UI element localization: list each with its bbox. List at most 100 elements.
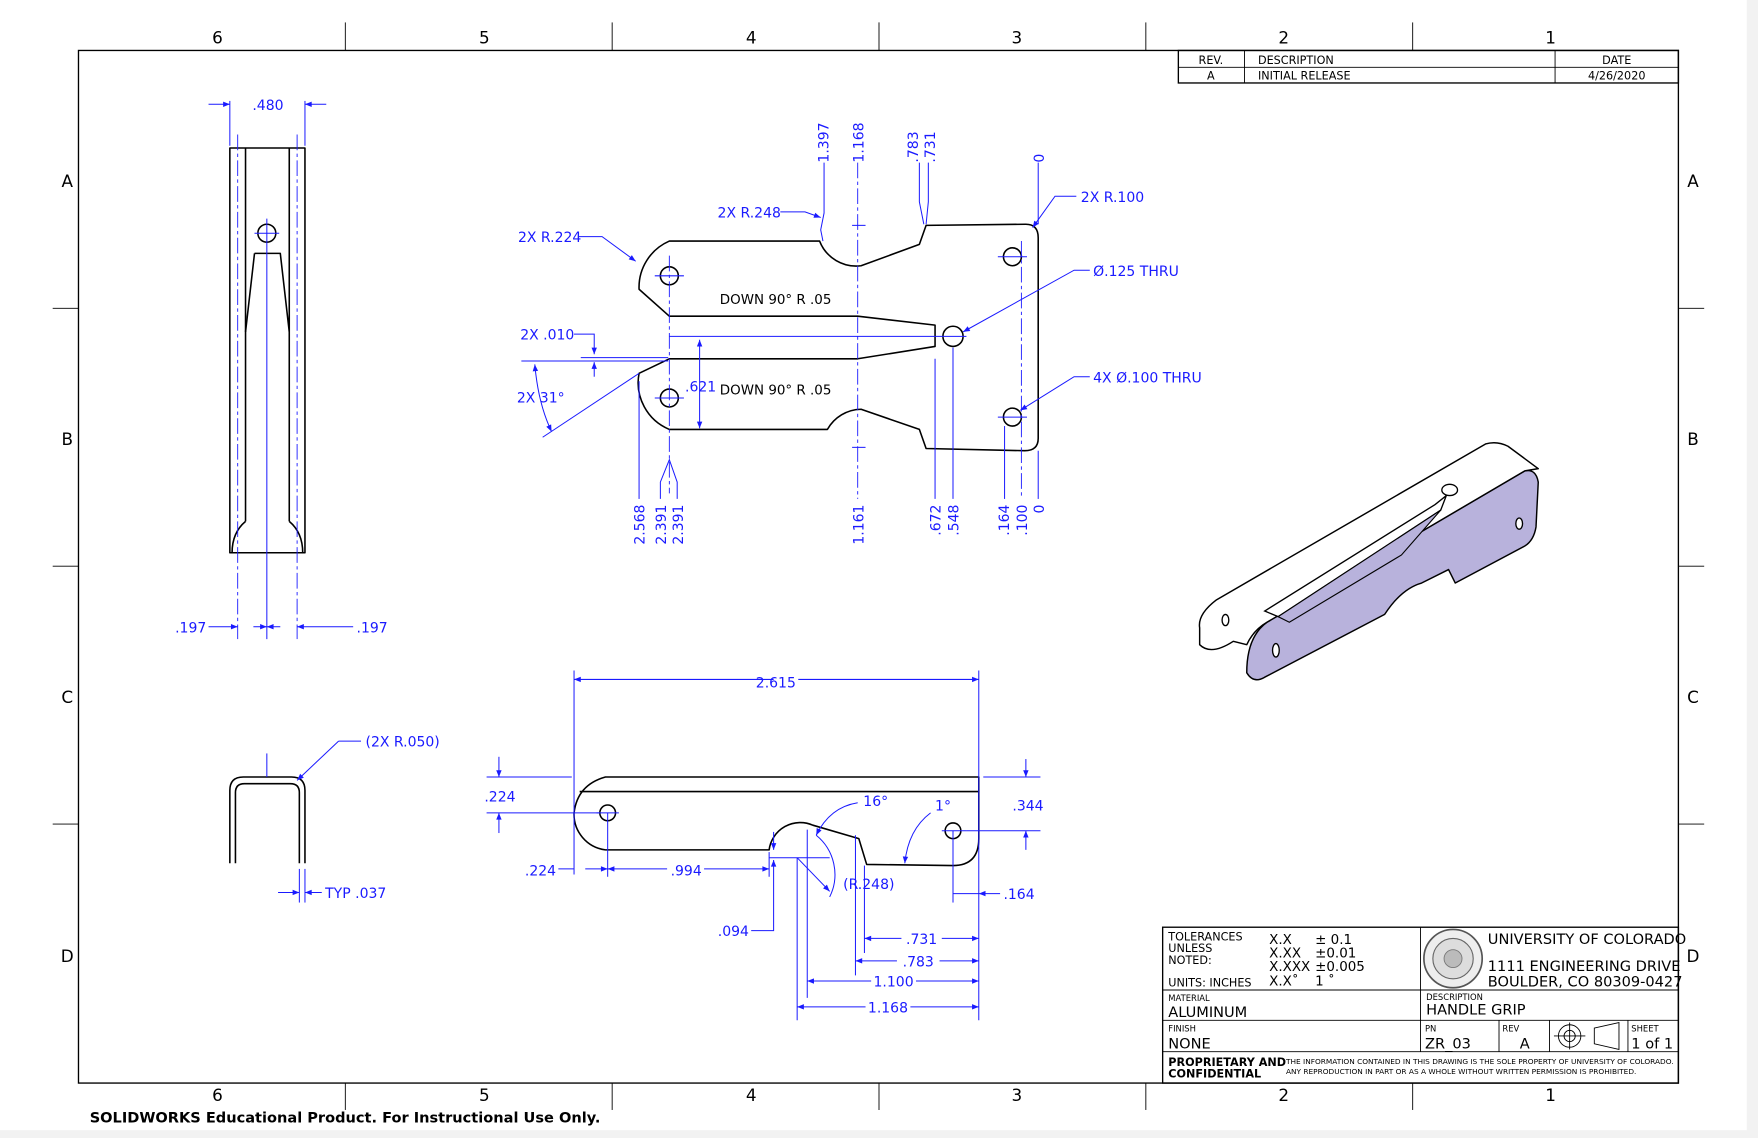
dim-ordinate-bottom: .548 xyxy=(947,505,963,536)
dim-ordinate-bottom: 2.391 xyxy=(671,505,687,545)
dim-angle-1: 1° xyxy=(935,799,951,815)
description-value: HANDLE GRIP xyxy=(1426,1002,1526,1019)
dim-left-offset: .224 xyxy=(525,864,556,880)
date-header: DATE xyxy=(1602,54,1631,67)
dim-notch-position: .994 xyxy=(671,864,702,880)
dim-ordinate-bottom: .164 xyxy=(997,504,1013,535)
zone-row-label: A xyxy=(1687,171,1699,191)
dim-ordinate-bottom: 2.391 xyxy=(654,505,670,545)
front-view: 2.615 .224 .224 .994 .094 16° 1° (R.248)… xyxy=(484,670,1044,1021)
pn-label: PN xyxy=(1425,1023,1436,1033)
zone-row-label: B xyxy=(1687,429,1699,449)
dim-section-thickness: TYP .037 xyxy=(324,886,386,902)
zone-col-label: 5 xyxy=(479,28,490,48)
dim-ordinate-top: .783 xyxy=(906,131,922,162)
zone-col-label: 6 xyxy=(212,28,223,48)
callout-hole-125: Ø.125 THRU xyxy=(1093,264,1179,280)
tolerance-label: NOTED: xyxy=(1168,954,1212,967)
dim-783: .783 xyxy=(903,954,934,970)
dim-ordinate-bottom: 0 xyxy=(1032,505,1048,514)
dim-side-width: .480 xyxy=(252,98,283,114)
bend-note: DOWN 90° R .05 xyxy=(720,293,832,308)
proprietary-heading: PROPRIETARY AND xyxy=(1168,1056,1286,1069)
zone-col-label: 1 xyxy=(1545,1085,1556,1105)
dim-hole-offset: .164 xyxy=(1003,887,1034,903)
dim-ordinate-bottom: .672 xyxy=(929,505,945,536)
university-seal-logo xyxy=(1423,928,1484,989)
revision-cell-description: INITIAL RELEASE xyxy=(1258,70,1351,83)
zone-col-label: 5 xyxy=(479,1085,490,1105)
zone-labels-top: 6 5 4 3 2 1 xyxy=(212,28,1556,48)
zone-row-label: C xyxy=(61,687,73,707)
hole-icon xyxy=(1271,642,1280,658)
sheet-border xyxy=(52,22,1705,1110)
revision-table: REV. DESCRIPTION DATE A INITIAL RELEASE … xyxy=(1177,49,1680,84)
callout-r224: 2X R.224 xyxy=(518,230,581,246)
dim-1100: 1.100 xyxy=(874,975,914,991)
proprietary-heading: CONFIDENTIAL xyxy=(1168,1067,1261,1080)
dim-angle-16: 16° xyxy=(863,794,888,810)
tolerance-format: X.XXX xyxy=(1269,960,1310,975)
callout-r248: 2X R.248 xyxy=(718,206,781,222)
dim-ordinate-top: .731 xyxy=(923,131,939,162)
dim-radius: (R.248) xyxy=(843,877,894,893)
zone-col-label: 2 xyxy=(1278,28,1289,48)
dim-731: .731 xyxy=(906,932,937,948)
dim-right-height: .344 xyxy=(1012,799,1043,815)
tolerance-format: X.X˚ xyxy=(1269,973,1298,990)
description-header: DESCRIPTION xyxy=(1258,54,1334,67)
bend-note: DOWN 90° R .05 xyxy=(720,384,832,399)
rev-value: A xyxy=(1520,1035,1530,1052)
finish-value: NONE xyxy=(1168,1035,1210,1052)
dim-ordinate-bottom: .100 xyxy=(1015,505,1031,536)
zone-col-label: 1 xyxy=(1545,28,1556,48)
zone-row-label: D xyxy=(61,946,74,966)
callout-hole-100: 4X Ø.100 THRU xyxy=(1093,370,1202,386)
units-label: UNITS: INCHES xyxy=(1168,977,1251,990)
section-view: (2X R.050) TYP .037 xyxy=(229,735,440,903)
material-value: ALUMINUM xyxy=(1168,1004,1247,1021)
dim-side-right: .197 xyxy=(357,620,388,636)
zone-col-label: 4 xyxy=(746,28,757,48)
zone-labels-bottom: 6 5 4 3 2 1 xyxy=(212,1085,1556,1105)
address-line-1: 1111 ENGINEERING DRIVE xyxy=(1488,958,1681,975)
organization-name: UNIVERSITY OF COLORADO xyxy=(1488,931,1686,948)
third-angle-projection-icon xyxy=(1553,1021,1620,1050)
zone-row-label: C xyxy=(1687,687,1699,707)
title-block: TOLERANCES UNLESS NOTED: UNITS: INCHES X… xyxy=(1161,926,1686,1084)
pn-value: ZR_03 xyxy=(1425,1035,1471,1052)
tolerance-value: ± 0.1 xyxy=(1315,933,1352,948)
hole-icon xyxy=(1221,613,1230,627)
revision-cell-rev: A xyxy=(1207,70,1215,83)
proprietary-notice: THE INFORMATION CONTAINED IN THIS DRAWIN… xyxy=(1285,1057,1674,1066)
dim-notch-depth: .094 xyxy=(718,924,749,940)
dim-length: 2.615 xyxy=(756,675,796,691)
dim-left-height: .224 xyxy=(484,790,515,806)
zone-row-label: D xyxy=(1687,946,1700,966)
zone-col-label: 4 xyxy=(746,1085,757,1105)
zone-labels-rows: A B C D A B C D xyxy=(61,171,1700,966)
zone-row-label: A xyxy=(62,171,74,191)
description-label: DESCRIPTION xyxy=(1426,992,1483,1002)
dim-ordinate-top: 0 xyxy=(1032,154,1048,163)
tolerance-format: X.X xyxy=(1269,933,1292,948)
dim-ordinate-bottom: 1.161 xyxy=(851,505,867,545)
rev-header: REV. xyxy=(1199,54,1224,67)
sheet-value: 1 of 1 xyxy=(1631,1035,1673,1052)
dim-ordinate-bottom: 2.568 xyxy=(633,505,649,545)
tolerance-value: 1 ˚ xyxy=(1315,973,1335,990)
dim-ordinate-top: 1.168 xyxy=(851,122,867,162)
flat-pattern-view: 1.397 1.168 .783 .731 0 2.568 2.391 2.39… xyxy=(517,122,1202,544)
dim-section-radius: (2X R.050) xyxy=(366,735,440,751)
proprietary-notice: ANY REPRODUCTION IN PART OR AS A WHOLE W… xyxy=(1286,1067,1636,1076)
tolerance-label: UNLESS xyxy=(1168,942,1212,955)
address-line-2: BOULDER, CO 80309-0427 xyxy=(1488,974,1683,991)
dim-side-left: .197 xyxy=(175,620,206,636)
tolerance-format: X.XX xyxy=(1269,946,1301,961)
side-view: .480 .197 .197 xyxy=(175,98,388,640)
revision-cell-date: 4/26/2020 xyxy=(1588,70,1645,83)
material-label: MATERIAL xyxy=(1168,993,1210,1003)
finish-label: FINISH xyxy=(1168,1023,1196,1033)
hole-icon xyxy=(1515,517,1524,530)
